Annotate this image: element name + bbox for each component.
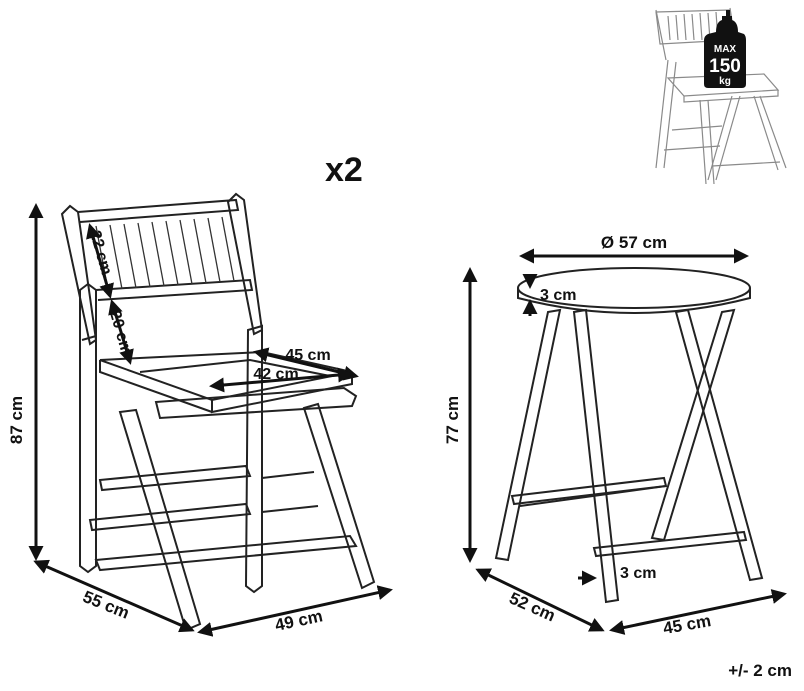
badge-max-label: MAX <box>714 44 737 55</box>
chair-backrest-height-label: 22 cm <box>86 229 115 277</box>
quantity-multiplier: x2 <box>325 151 363 189</box>
table-top-thickness-label: 3 cm <box>540 287 576 304</box>
table-diameter-label: Ø 57 cm <box>601 233 667 252</box>
table-height-label: 77 cm <box>443 396 462 444</box>
chair-dimensions <box>28 203 393 637</box>
table-depth-label: 52 cm <box>506 588 558 625</box>
chair-seat-to-backrest-label: 20 cm <box>106 309 135 357</box>
table-width-label: 45 cm <box>662 611 713 638</box>
table-leg-thickness-label: 3 cm <box>620 565 656 582</box>
chair-seat-width-back-label: 42 cm <box>253 366 298 383</box>
tolerance-note: +/- 2 cm <box>728 661 792 680</box>
chair-height-label: 87 cm <box>7 396 26 444</box>
badge-weight-value: 150 <box>709 56 741 77</box>
chair-seat-width-front-label: 45 cm <box>285 347 330 364</box>
table-illustration <box>494 267 764 604</box>
table-dimensions <box>462 248 787 635</box>
badge-unit: kg <box>719 76 731 87</box>
max-load-badge: MAX 150 kg <box>704 10 746 88</box>
chair-width-label: 49 cm <box>273 606 324 635</box>
